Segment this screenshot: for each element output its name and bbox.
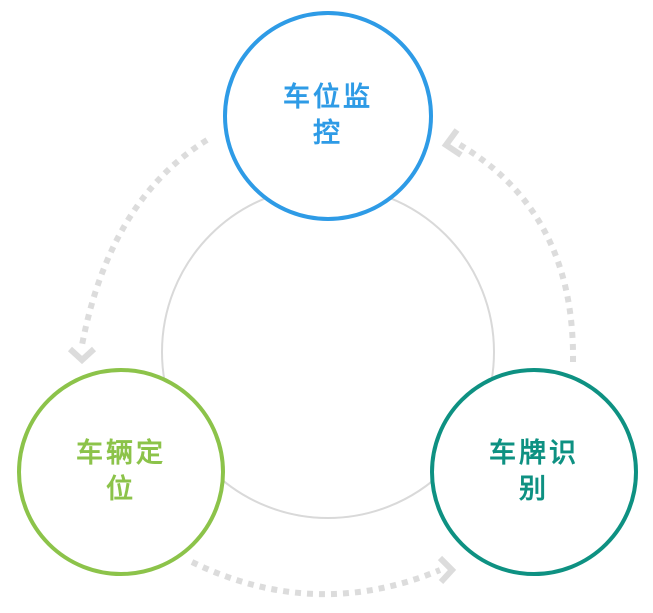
node-label-line: 控 [313,118,343,149]
arrow-path-left-to-right [190,559,442,598]
arrow-head-right-to-top [441,128,463,158]
node-label-line: 车位监 [283,82,373,113]
arrow-right-to-top [441,128,577,363]
arrow-head-left-to-right [437,555,457,585]
node-circle-plate-recognition [430,368,638,576]
arrow-head-top-to-left [67,346,97,365]
node-circle-vehicle-location [17,368,225,576]
arrow-top-to-left [67,137,209,365]
node-label-line: 别 [519,474,549,505]
arrow-path-right-to-top [453,139,577,363]
arrow-left-to-right [190,555,457,598]
node-label-line: 车牌识 [489,438,579,469]
node-label-plate-recognition: 车牌识 别 [434,436,634,508]
node-label-line: 车辆定 [76,438,166,469]
node-label-parking-monitor: 车位监 控 [228,80,428,152]
arrow-path-top-to-left [79,137,209,346]
node-label-vehicle-location: 车辆定 位 [21,436,221,508]
node-circle-parking-monitor [223,11,433,221]
node-label-line: 位 [106,474,136,505]
